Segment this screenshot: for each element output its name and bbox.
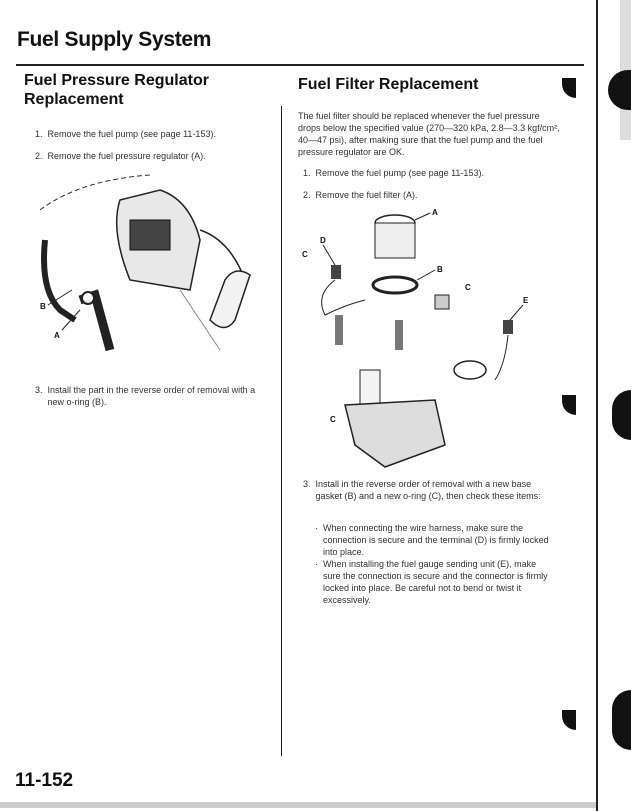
label-b: B <box>437 265 443 274</box>
label-e: E <box>523 296 529 305</box>
left-step-3: 3.Install the part in the reverse order … <box>35 385 256 407</box>
step: 2.Remove the fuel pressure regulator (A)… <box>35 151 206 161</box>
thumb-tab-mark <box>562 78 576 98</box>
step: 2.Remove the fuel filter (A). <box>303 190 418 200</box>
right-steps: 1.Remove the fuel pump (see page 11-153)… <box>303 167 558 201</box>
list-item: ·When installing the fuel gauge sending … <box>315 559 548 605</box>
thumb-tab-mark <box>562 710 576 730</box>
label-d: D <box>320 236 326 245</box>
header-rule <box>16 64 584 66</box>
label-b: B <box>40 302 46 311</box>
step: 1.Remove the fuel pump (see page 11-153)… <box>35 129 216 139</box>
label-c: C <box>302 250 308 259</box>
svg-text:C: C <box>330 415 336 424</box>
filter-title: Fuel Filter Replacement <box>298 76 479 93</box>
section-title: Fuel Supply System <box>17 28 212 51</box>
left-steps: 1.Remove the fuel pump (see page 11-153)… <box>35 128 270 162</box>
filter-intro: The fuel filter should be replaced whene… <box>298 111 560 157</box>
regulator-title: Fuel Pressure Regulator Replacement <box>24 72 209 108</box>
column-divider <box>281 106 282 756</box>
label-a: A <box>432 208 438 217</box>
label-a: A <box>54 331 60 340</box>
check-items: ·When connecting the wire harness, make … <box>315 522 555 606</box>
filter-exploded-illustration: A B D C C E C <box>302 208 529 468</box>
left-column: Fuel Pressure Regulator Replacement <box>24 71 264 109</box>
list-item: ·When connecting the wire harness, make … <box>315 523 549 557</box>
regulator-illustration: B A <box>39 174 251 352</box>
thumb-tab-mark <box>562 395 576 415</box>
right-step-3: 3.Install in the reverse order of remova… <box>303 479 541 501</box>
page-number: 11-152 <box>15 770 74 791</box>
scan-edge <box>596 0 598 811</box>
scan-bottom-edge <box>0 802 596 808</box>
step: 1.Remove the fuel pump (see page 11-153)… <box>303 168 484 178</box>
label-c2: C <box>465 283 471 292</box>
